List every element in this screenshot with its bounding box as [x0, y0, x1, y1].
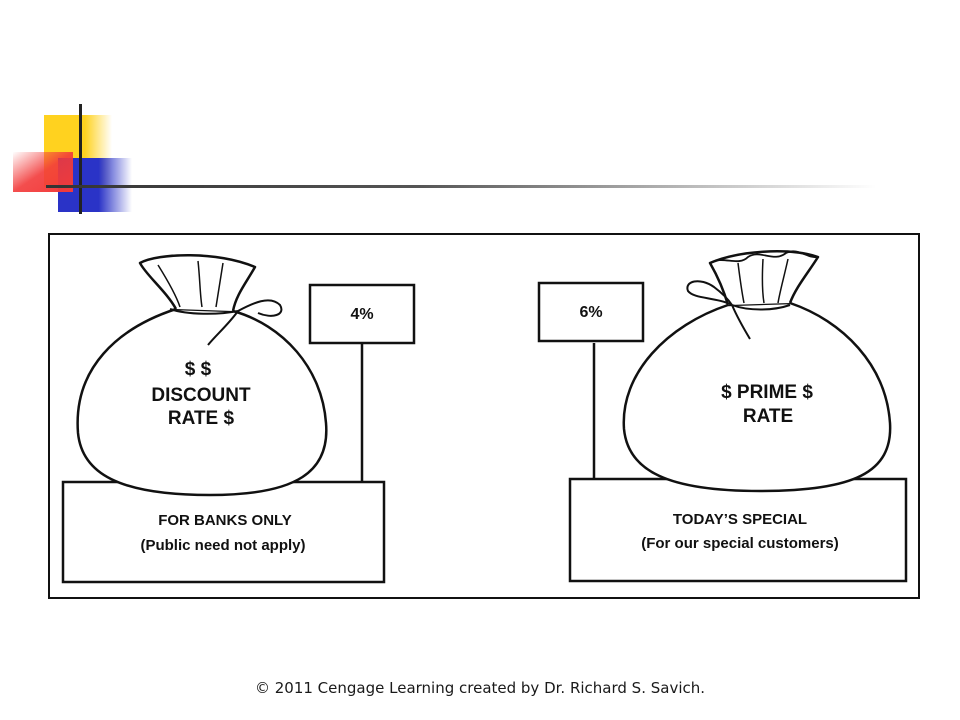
- right-bag-text-1: $ PRIME $: [721, 382, 813, 403]
- illustration-canvas: $ $ DISCOUNT RATE $ 4% FOR BANKS ONLY (P…: [48, 233, 920, 599]
- right-bag-top-ruffle: [709, 250, 819, 264]
- left-sign-value: 4%: [350, 306, 373, 323]
- vertical-rule: [79, 104, 82, 214]
- left-bag-body: [76, 307, 328, 497]
- right-bag-body: [622, 301, 892, 493]
- right-bag-top: [708, 250, 820, 306]
- left-panel: $ $ DISCOUNT RATE $ 4% FOR BANKS ONLY (P…: [61, 254, 416, 584]
- left-bag-text-3: RATE $: [168, 408, 235, 429]
- left-bag-string: [169, 299, 283, 346]
- left-base-text-1: FOR BANKS ONLY: [158, 512, 292, 529]
- right-bag-neck-folds: [737, 258, 789, 304]
- left-bag-text-1: $ $: [185, 359, 212, 380]
- right-base-box: [568, 477, 908, 583]
- left-bag-text-2: DISCOUNT: [151, 385, 251, 406]
- left-base-box: [61, 480, 386, 584]
- decorative-header-graphic: [13, 104, 876, 214]
- right-base-text-2: (For our special customers): [641, 535, 839, 552]
- left-base-text-2: (Public need not apply): [140, 537, 305, 554]
- right-bag-text-2: RATE: [743, 406, 793, 427]
- money-bags-illustration: $ $ DISCOUNT RATE $ 4% FOR BANKS ONLY (P…: [48, 233, 920, 599]
- right-bag-string: [686, 280, 791, 340]
- right-base-text-1: TODAY’S SPECIAL: [673, 511, 807, 528]
- left-bag-neck-folds: [157, 260, 224, 308]
- horizontal-rule: [46, 185, 876, 188]
- left-sign: [308, 283, 416, 345]
- right-sign: [537, 281, 645, 343]
- right-sign-value: 6%: [579, 304, 602, 321]
- copyright-footer: © 2011 Cengage Learning created by Dr. R…: [254, 679, 706, 697]
- left-bag-top: [138, 254, 257, 312]
- right-panel: $ PRIME $ RATE 6% TODAY’S SPECIAL (For o…: [537, 250, 908, 583]
